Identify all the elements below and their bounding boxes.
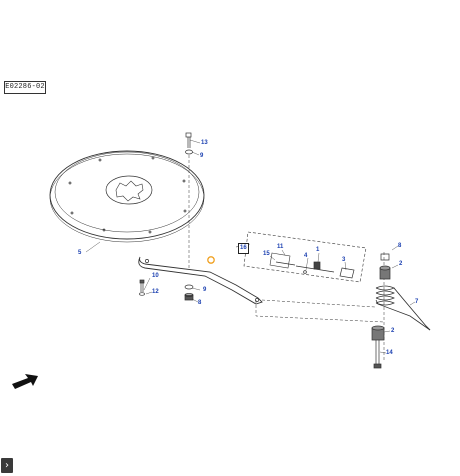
reference-code: E02286-02 bbox=[4, 81, 46, 94]
callout-9-lower[interactable]: 9 bbox=[203, 287, 207, 293]
bolt-12 bbox=[139, 279, 145, 296]
callout-15[interactable]: 15 bbox=[263, 251, 270, 257]
leader-lines bbox=[85, 139, 416, 354]
callout-14[interactable]: 14 bbox=[386, 350, 393, 356]
callout-1[interactable]: 1 bbox=[316, 247, 320, 253]
callout-12[interactable]: 12 bbox=[152, 289, 159, 295]
callout-8-lower[interactable]: 8 bbox=[198, 300, 202, 306]
callout-4[interactable]: 4 bbox=[304, 253, 308, 259]
callout-7[interactable]: 7 bbox=[415, 299, 419, 305]
bracket-plate bbox=[235, 231, 367, 283]
callout-2-lower[interactable]: 2 bbox=[391, 328, 395, 334]
callout-8[interactable]: 8 bbox=[398, 243, 402, 249]
arrow-icon bbox=[12, 374, 38, 389]
callout-5[interactable]: 5 bbox=[78, 250, 82, 256]
callout-16[interactable]: 16 bbox=[238, 243, 249, 254]
bolt-13 bbox=[185, 132, 193, 155]
callout-11[interactable]: 11 bbox=[277, 244, 284, 250]
chevron-right-icon[interactable]: › bbox=[1, 458, 13, 473]
spring-assembly bbox=[371, 253, 431, 369]
callout-10[interactable]: 10 bbox=[152, 273, 159, 279]
callout-9[interactable]: 9 bbox=[200, 153, 204, 159]
nut-8-lower bbox=[184, 284, 194, 301]
spreader-disc bbox=[49, 150, 205, 243]
callout-3[interactable]: 3 bbox=[342, 257, 346, 263]
callout-2[interactable]: 2 bbox=[399, 261, 403, 267]
callout-13[interactable]: 13 bbox=[201, 140, 208, 146]
agitator-arm bbox=[138, 256, 263, 305]
hotspot-ring-icon bbox=[207, 256, 215, 264]
